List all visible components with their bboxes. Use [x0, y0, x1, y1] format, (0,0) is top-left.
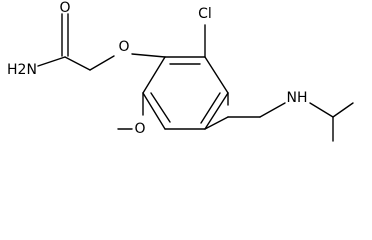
ether-oxygen-label: O: [118, 39, 129, 55]
chemical-structure: O H2N O Cl O NH: [7, 0, 354, 142]
nh-ch-bond: [309, 102, 334, 118]
methoxy-oxygen-label: O: [134, 121, 145, 137]
amide-oxygen-label: O: [59, 0, 70, 16]
chlorine-label: Cl: [198, 6, 212, 22]
amide-nitrogen-label: H2N: [7, 62, 37, 78]
ring-bond-2: [204, 56, 229, 94]
ring-bond-5: [142, 92, 166, 130]
c-ch2-bond: [64, 56, 91, 71]
ch2-nh-bond: [259, 102, 286, 118]
benzene-ring: [142, 56, 229, 130]
ring-ch2-amine-bond-a: [204, 116, 229, 130]
substituent-bonds: [117, 24, 354, 142]
ring-inner-bond-3: [150, 92, 171, 123]
ring-inner-bond-2: [200, 92, 221, 124]
atom-labels: O H2N O Cl O NH: [7, 0, 307, 137]
acetamide-group: [37, 13, 115, 71]
ch2-o-bond: [89, 55, 115, 71]
ch-methyl-up-bond: [332, 102, 354, 118]
ring-bond-6: [142, 56, 166, 94]
ring-bond-3: [204, 92, 229, 130]
amine-nitrogen-label: NH: [287, 90, 308, 106]
o-ring-bond: [131, 53, 166, 58]
c-n-amide-bond: [37, 56, 66, 67]
